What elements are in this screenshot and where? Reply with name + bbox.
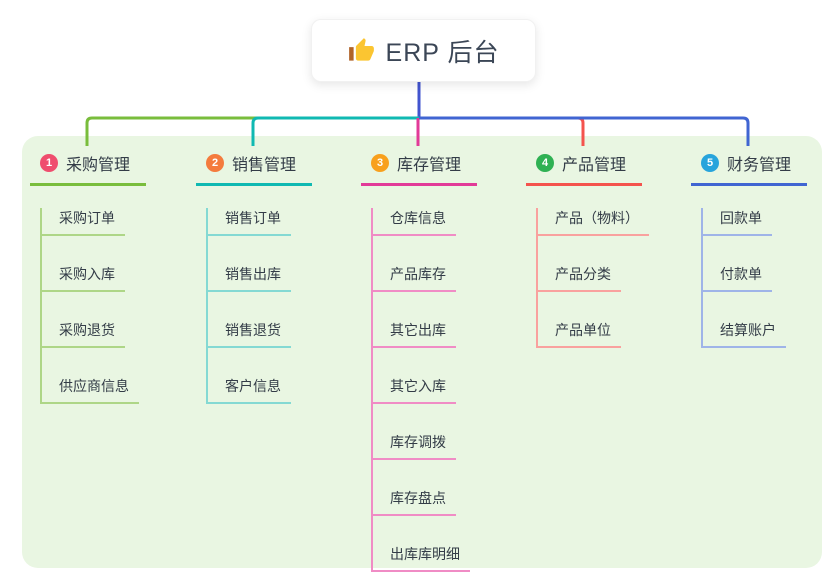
node-other-outbound[interactable]: 其它出库 xyxy=(373,320,456,348)
node-payment-bill[interactable]: 付款单 xyxy=(703,264,772,292)
node-sales-order[interactable]: 销售订单 xyxy=(208,208,291,236)
branch-finance: 5 财务管理 回款单 付款单 结算账户 xyxy=(691,146,807,348)
branch-finance-header[interactable]: 5 财务管理 xyxy=(691,146,807,186)
node-product-category[interactable]: 产品分类 xyxy=(538,264,621,292)
branch-connector-4 xyxy=(419,116,585,146)
branch-sales: 2 销售管理 销售订单 销售出库 销售退货 客户信息 xyxy=(196,146,312,404)
branch-number-badge: 3 xyxy=(371,154,389,172)
branch-number-badge: 4 xyxy=(536,154,554,172)
branch-purchase: 1 采购管理 采购订单 采购入库 采购退货 供应商信息 xyxy=(30,146,146,404)
node-inout-detail[interactable]: 出库库明细 xyxy=(373,544,470,572)
node-product-stock[interactable]: 产品库存 xyxy=(373,264,456,292)
branch-connector-1 xyxy=(85,116,419,146)
node-other-inbound[interactable]: 其它入库 xyxy=(373,376,456,404)
branch-product: 4 产品管理 产品（物料） 产品分类 产品单位 xyxy=(526,146,649,348)
branch-label: 采购管理 xyxy=(66,157,131,174)
branch-number-badge: 5 xyxy=(701,154,719,172)
branch-purchase-header[interactable]: 1 采购管理 xyxy=(30,146,146,186)
root-label: ERP 后台 xyxy=(385,38,500,67)
thumbs-up-icon xyxy=(348,37,375,64)
node-warehouse-info[interactable]: 仓库信息 xyxy=(373,208,456,236)
branch-label: 库存管理 xyxy=(397,157,462,174)
root-node[interactable]: ERP 后台 xyxy=(311,19,536,82)
branch-label: 产品管理 xyxy=(562,157,627,174)
branch-product-items: 产品（物料） 产品分类 产品单位 xyxy=(536,208,649,348)
branch-connector-5 xyxy=(419,116,750,146)
branch-product-header[interactable]: 4 产品管理 xyxy=(526,146,642,186)
branch-label: 销售管理 xyxy=(232,157,297,174)
branch-inventory-items: 仓库信息 产品库存 其它出库 其它入库 库存调拨 库存盘点 出库库明细 xyxy=(371,208,470,572)
branch-inventory: 3 库存管理 仓库信息 产品库存 其它出库 其它入库 库存调拨 库存盘点 出库库… xyxy=(361,146,477,572)
branch-finance-items: 回款单 付款单 结算账户 xyxy=(701,208,786,348)
branch-sales-items: 销售订单 销售出库 销售退货 客户信息 xyxy=(206,208,291,404)
node-purchase-inbound[interactable]: 采购入库 xyxy=(42,264,125,292)
node-product-material[interactable]: 产品（物料） xyxy=(538,208,649,236)
node-supplier-info[interactable]: 供应商信息 xyxy=(42,376,139,404)
branch-sales-header[interactable]: 2 销售管理 xyxy=(196,146,312,186)
node-sales-outbound[interactable]: 销售出库 xyxy=(208,264,291,292)
branch-purchase-items: 采购订单 采购入库 采购退货 供应商信息 xyxy=(40,208,139,404)
branch-connector-2 xyxy=(251,116,419,146)
node-sales-return[interactable]: 销售退货 xyxy=(208,320,291,348)
branch-inventory-header[interactable]: 3 库存管理 xyxy=(361,146,477,186)
node-product-unit[interactable]: 产品单位 xyxy=(538,320,621,348)
branch-label: 财务管理 xyxy=(727,157,792,174)
node-receipt-bill[interactable]: 回款单 xyxy=(703,208,772,236)
branch-number-badge: 2 xyxy=(206,154,224,172)
node-purchase-order[interactable]: 采购订单 xyxy=(42,208,125,236)
mindmap-panel xyxy=(22,136,822,568)
node-stock-check[interactable]: 库存盘点 xyxy=(373,488,456,516)
branch-number-badge: 1 xyxy=(40,154,58,172)
node-customer-info[interactable]: 客户信息 xyxy=(208,376,291,404)
node-settlement-account[interactable]: 结算账户 xyxy=(703,320,786,348)
node-stock-transfer[interactable]: 库存调拨 xyxy=(373,432,456,460)
node-purchase-return[interactable]: 采购退货 xyxy=(42,320,125,348)
